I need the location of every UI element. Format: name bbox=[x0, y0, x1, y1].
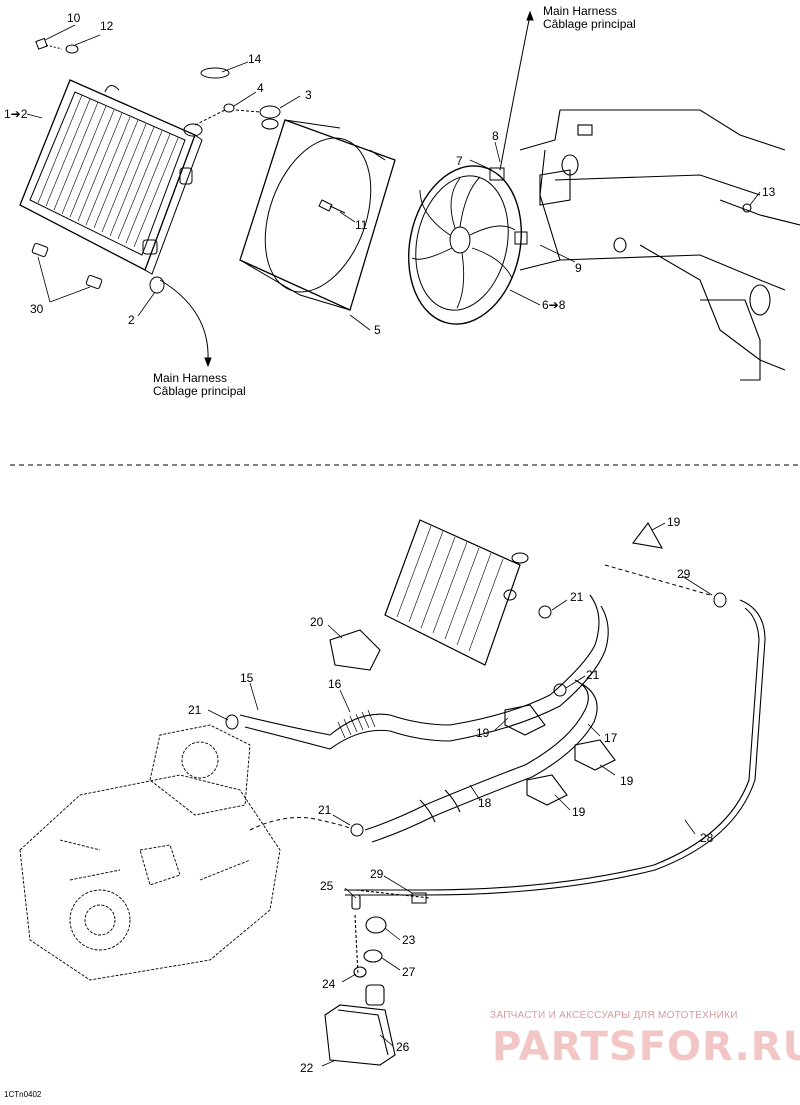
hose-17-18-drawing bbox=[364, 679, 598, 843]
callout-10: 10 bbox=[67, 11, 81, 25]
callout-12: 12 bbox=[100, 19, 114, 33]
harness-label-top: Main Harness Câblage principal bbox=[543, 5, 636, 31]
harness-label-top-fr: Câblage principal bbox=[543, 17, 636, 31]
callout-19: 19 bbox=[667, 515, 681, 529]
callout-27: 27 bbox=[402, 965, 416, 979]
radiator-drawing bbox=[19, 79, 203, 275]
callout-5: 5 bbox=[374, 323, 381, 337]
callout-17: 17 bbox=[604, 731, 618, 745]
callout-20: 20 bbox=[310, 615, 324, 629]
callout-1-2: 1➔2 bbox=[4, 107, 28, 121]
callout-11: 11 bbox=[355, 218, 368, 232]
watermark-subtitle: ЗАПЧАСТИ И АКСЕССУАРЫ ДЛЯ МОТОТЕХНИКИ bbox=[490, 1010, 738, 1021]
callout-29: 29 bbox=[370, 867, 384, 881]
callout-21: 21 bbox=[586, 668, 600, 682]
callout-26: 26 bbox=[396, 1040, 410, 1054]
hose-28-drawing bbox=[344, 599, 766, 896]
callout-21: 21 bbox=[570, 590, 584, 604]
callout-19: 19 bbox=[572, 805, 586, 819]
callout-23: 23 bbox=[402, 933, 416, 947]
callout-2: 2 bbox=[128, 313, 135, 327]
callout-13: 13 bbox=[762, 185, 776, 199]
bolt-washer-drawing bbox=[35, 37, 79, 54]
harness-label-left-en: Main Harness bbox=[153, 371, 228, 385]
callout-21: 21 bbox=[318, 803, 332, 817]
callout-4: 4 bbox=[257, 81, 264, 95]
figure-code: 1CTn0402 bbox=[4, 1090, 42, 1099]
callout-9: 9 bbox=[575, 261, 582, 275]
callout-22: 22 bbox=[300, 1061, 314, 1075]
callout-7: 7 bbox=[456, 154, 463, 168]
callout-18: 18 bbox=[478, 796, 492, 810]
callout-3: 3 bbox=[305, 88, 312, 102]
callout-19: 19 bbox=[476, 726, 490, 740]
harness-label-left: Main Harness Câblage principal bbox=[153, 372, 246, 398]
callout-8: 8 bbox=[492, 129, 499, 143]
callout-29: 29 bbox=[677, 567, 691, 581]
electric-fan-drawing bbox=[407, 165, 528, 325]
callout-28: 28 bbox=[700, 831, 714, 845]
harness-label-left-fr: Câblage principal bbox=[153, 384, 246, 398]
watermark-logo: PARTSFOR.RU bbox=[492, 1024, 800, 1070]
fan-shroud-drawing bbox=[239, 119, 396, 311]
coolant-reservoir-drawing bbox=[324, 889, 431, 1066]
callout-25: 25 bbox=[320, 879, 334, 893]
vehicle-frame-drawing bbox=[519, 109, 800, 381]
hose-15-16-drawing bbox=[239, 594, 609, 750]
callout-6-8: 6➔8 bbox=[542, 298, 566, 312]
radiator-small-drawing bbox=[384, 519, 529, 666]
callout-24: 24 bbox=[322, 977, 336, 991]
callout-16: 16 bbox=[328, 677, 342, 691]
callout-30: 30 bbox=[30, 302, 44, 316]
callout-15: 15 bbox=[240, 671, 254, 685]
callout-21: 21 bbox=[188, 703, 202, 717]
callout-19: 19 bbox=[620, 774, 634, 788]
harness-label-top-en: Main Harness bbox=[543, 4, 618, 18]
callout-14: 14 bbox=[248, 52, 262, 66]
engine-drawing bbox=[19, 724, 281, 981]
